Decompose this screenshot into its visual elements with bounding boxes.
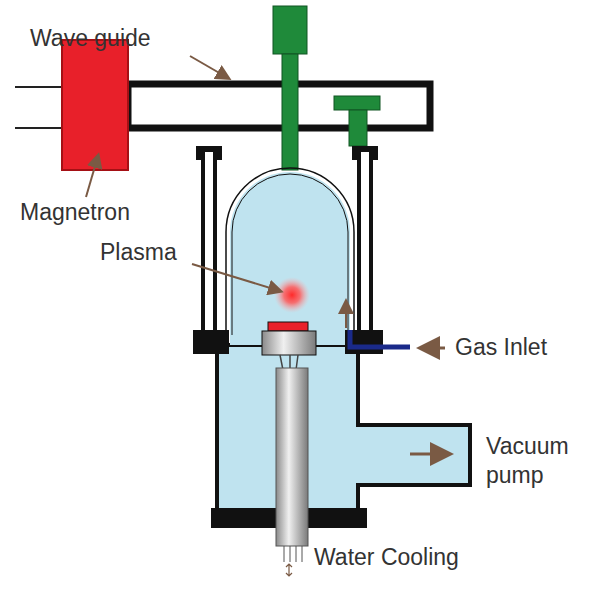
part-label: Plasma	[100, 238, 190, 267]
part-label: Water Cooling	[314, 543, 514, 572]
part-label: Magnetron	[20, 198, 170, 227]
part-label: Gas Inlet	[455, 333, 590, 362]
part-label: Vacuum pump	[486, 432, 581, 490]
part-label: Wave guide	[30, 24, 190, 53]
